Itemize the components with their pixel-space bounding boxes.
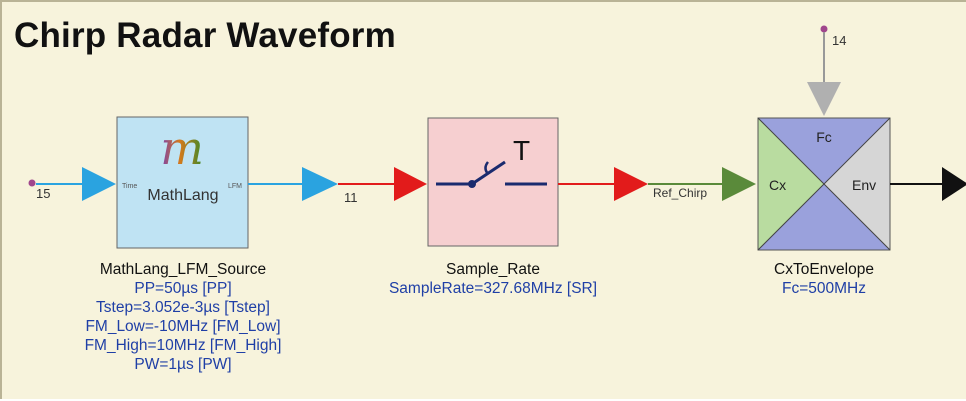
fc-node[interactable]: 14: [820, 25, 847, 49]
cx-caption: CxToEnvelope Fc=500MHz: [744, 260, 904, 298]
mathlang-caption: MathLang_LFM_Source PP=50µs [PP] Tstep=3…: [56, 260, 310, 374]
fc-input-arrow[interactable]: [807, 82, 841, 116]
mathlang-param-pp: PP=50µs [PP]: [134, 280, 232, 297]
mathlang-inner-label: MathLang: [147, 187, 218, 204]
mathlang-name: MathLang_LFM_Source: [99, 261, 267, 278]
mid-node-label: 11: [344, 190, 358, 205]
mathlang-param-tstep: Tstep=3.052e-3µs [Tstep]: [96, 299, 270, 316]
sample-rate-name: Sample_Rate: [446, 261, 540, 278]
cx-input-arrow[interactable]: [722, 167, 756, 201]
cx-param-fc: Fc=500MHz: [782, 280, 866, 297]
cx-port-fc-label: Fc: [816, 129, 832, 145]
sample-rate-param: SampleRate=327.68MHz [SR]: [388, 280, 598, 297]
page-title: Chirp Radar Waveform: [14, 16, 396, 55]
sample-output-arrow[interactable]: [614, 167, 648, 201]
mathlang-in-tag: Time: [122, 183, 137, 190]
fc-node-label: 14: [832, 33, 846, 48]
input-node[interactable]: 15: [28, 179, 51, 202]
cx-port-env-label: Env: [852, 177, 876, 193]
sample-rate-block[interactable]: T: [427, 117, 559, 247]
mathlang-input-arrow[interactable]: [82, 167, 116, 201]
ref-chirp-label: Ref_Chirp: [653, 186, 707, 200]
mathlang-output-arrow[interactable]: [302, 167, 338, 201]
mathlang-out-tag: LFM: [228, 183, 242, 190]
cx-name: CxToEnvelope: [774, 261, 874, 278]
mathlang-block[interactable]: m Time MathLang LFM: [116, 116, 249, 249]
mathlang-param-fmhigh: FM_High=10MHz [FM_High]: [84, 337, 282, 354]
mathlang-param-fmlow: FM_Low=-10MHz [FM_Low]: [85, 318, 281, 335]
sample-input-arrow[interactable]: [394, 167, 427, 201]
mathlang-param-pw: PW=1µs [PW]: [134, 356, 232, 373]
mathlang-logo-icon: m: [160, 121, 204, 175]
cx-output-arrow[interactable]: [942, 167, 966, 201]
sample-rate-caption: Sample_Rate SampleRate=327.68MHz [SR]: [356, 260, 630, 298]
input-node-label: 15: [36, 186, 50, 201]
sample-t-glyph: T: [513, 135, 530, 166]
cx-port-cx-label: Cx: [769, 177, 786, 193]
cx-to-envelope-block[interactable]: Fc Cx Env: [757, 117, 891, 251]
